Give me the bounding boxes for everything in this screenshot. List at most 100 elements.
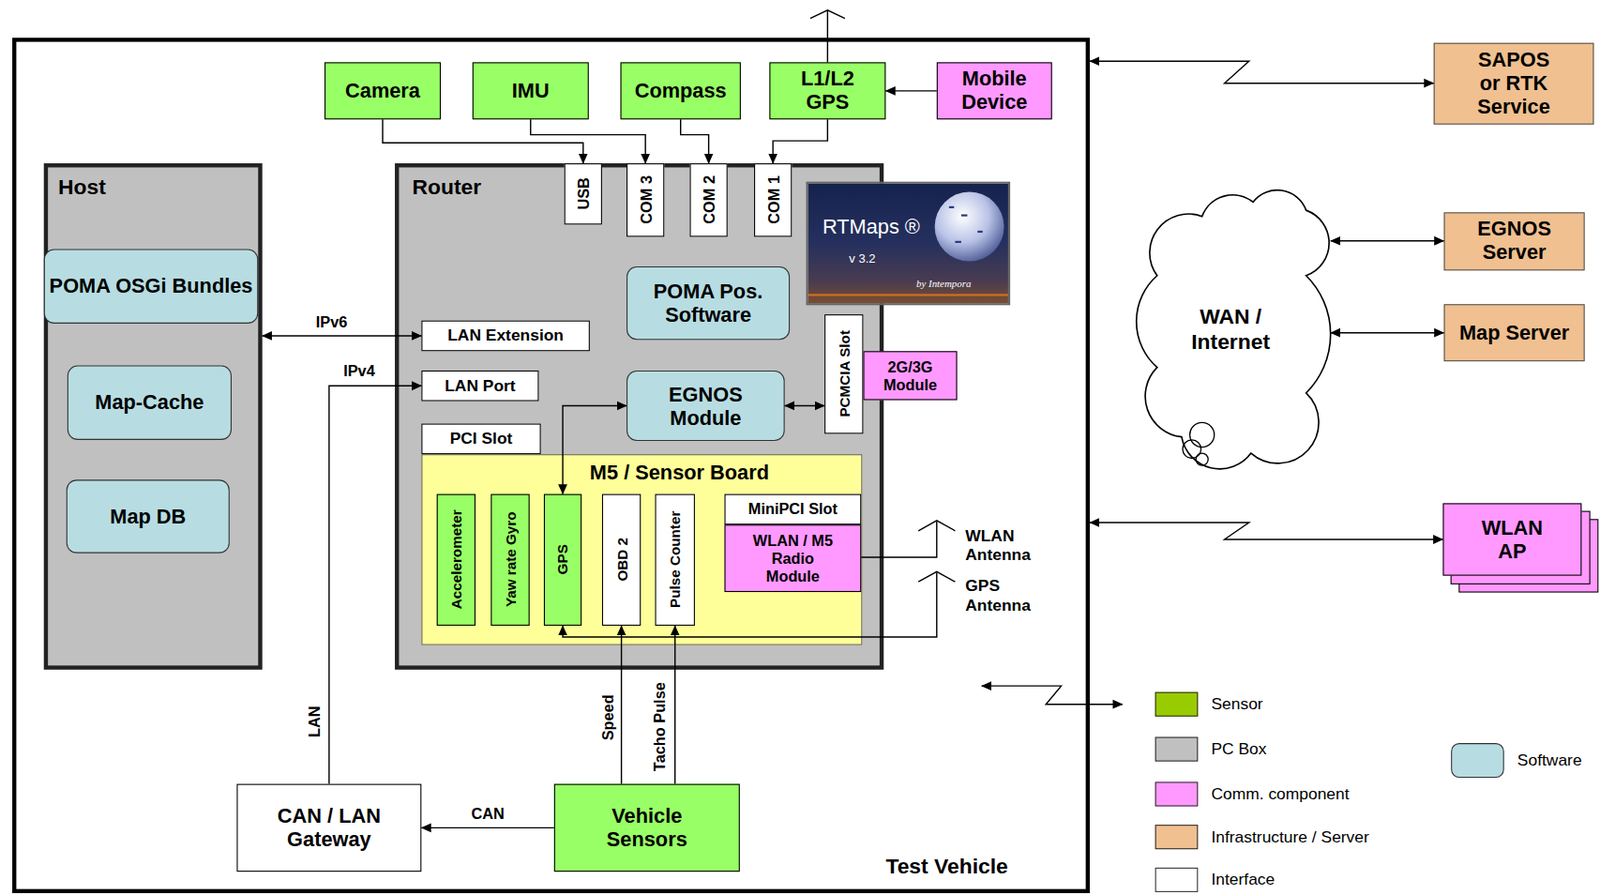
connector [1089, 60, 1434, 83]
server-box: EGNOS Server [1444, 211, 1585, 271]
legend-label: Infrastructure / Server [1210, 827, 1369, 847]
interface-box: PCI Slot [421, 423, 541, 455]
sensor-box: GPS [543, 494, 582, 626]
software-box: POMA Pos. Software [626, 266, 790, 340]
legend-label: Comm. component [1210, 784, 1349, 804]
legend-label: PC Box [1210, 739, 1267, 759]
box-label: POMA Pos. Software [636, 279, 780, 327]
connector [620, 625, 622, 785]
comm-box: WLAN AP [1442, 502, 1582, 575]
container-title: Router [412, 173, 483, 199]
software-box: Map-Cache [67, 365, 232, 440]
splash-vendor-holder: by Intempora [916, 277, 971, 290]
legend-label: Interface [1210, 869, 1275, 890]
box-label: WLAN / M5 Radio Module [746, 531, 839, 585]
software-box: Map DB [66, 479, 230, 553]
connector [680, 119, 710, 164]
antenna-symbol [918, 571, 955, 582]
software-splash: RTMaps ®v 3.2by Intempora [806, 181, 1012, 306]
cloud-bubble [1182, 439, 1202, 459]
sensor-box: Compass [620, 61, 741, 120]
edge-label: CAN [469, 805, 506, 823]
legend-swatch [1155, 692, 1199, 717]
interface-box: USB [564, 163, 603, 225]
connector [885, 90, 936, 91]
globe-mark [977, 230, 982, 233]
sensor-box: Camera [324, 61, 441, 120]
sensor-box: IMU [472, 61, 589, 120]
legend-swatch [1155, 737, 1199, 762]
annotation: WLAN Antenna [965, 525, 1047, 565]
connector [772, 119, 828, 164]
box-label: LAN Extension [447, 326, 564, 346]
connector [562, 405, 627, 494]
comm-box: WLAN / M5 Radio Module [724, 524, 861, 592]
container-title-holder: M5 / Sensor Board [589, 460, 770, 485]
connector [382, 119, 584, 164]
sensor-box: Accelerometer [437, 494, 476, 626]
cloud-shape [1136, 190, 1331, 469]
globe-mark [954, 241, 962, 243]
box-label: IMU [512, 78, 550, 103]
interface-box: LAN Port [421, 370, 539, 402]
connector [421, 827, 554, 829]
interface-box: MiniPCI Slot [724, 494, 861, 526]
box-label: Map Server [1458, 320, 1571, 345]
legend-row: Sensor [1210, 692, 1263, 717]
box-label: CAN / LAN Gateway [265, 803, 393, 851]
annotation-holder: WLAN Antenna [965, 525, 1047, 565]
interface-box: COM 2 [689, 163, 727, 237]
sensor-box: Yaw rate Gyro [490, 494, 529, 626]
antenna-wire [860, 521, 937, 558]
edge-label: LAN [306, 704, 324, 739]
legend-label: Sensor [1210, 694, 1263, 714]
interface-box: CAN / LAN Gateway [236, 784, 422, 873]
cloud-outline [1131, 185, 1331, 472]
connector [674, 625, 676, 785]
cloud-bubble [1195, 452, 1208, 466]
vertical-label: Yaw rate Gyro [501, 498, 519, 622]
pc-box: HostPOMA OSGi BundlesMap-CacheMap DB [44, 163, 263, 670]
globe [935, 192, 1005, 262]
box-label: Vehicle Sensors [590, 803, 704, 851]
sensor-board: M5 / Sensor BoardAccelerometer Yaw rate G… [421, 453, 862, 645]
interface-box: PCMCIA Slot [824, 314, 863, 434]
connector [530, 119, 646, 164]
sensor-box: Vehicle Sensors [554, 784, 740, 873]
globe-mark [949, 206, 954, 209]
legend-row: PC Box [1210, 737, 1267, 762]
antenna-symbol [810, 10, 846, 19]
edge-label: Tacho Pulse [651, 680, 669, 772]
box-label: LAN Port [444, 376, 515, 395]
legend-label: Software [1517, 750, 1583, 770]
box-label: Map-Cache [94, 391, 204, 415]
comm-box: 2G/3G Module [862, 350, 957, 400]
box-label: 2G/3G Module [869, 358, 951, 394]
box-label: Map DB [109, 504, 186, 529]
software-box: POMA OSGi Bundles [44, 248, 258, 323]
comm-box: Mobile Device [936, 61, 1053, 120]
software-box: EGNOS Module [626, 370, 785, 441]
box-label: L1/L2 GPS [791, 67, 863, 115]
box-label: Mobile Device [943, 67, 1046, 115]
box-label: Compass [634, 78, 727, 103]
connector [784, 405, 825, 407]
server-box: SAPOS or RTK Service [1433, 42, 1595, 124]
interface-box: OBD 2 [602, 494, 641, 626]
legend-row: Software [1517, 742, 1583, 778]
splash-stripe [808, 293, 1009, 296]
globe-art [808, 183, 1009, 303]
box-label: SAPOS or RTK Service [1467, 47, 1560, 119]
box-label: WLAN AP [1471, 515, 1554, 563]
vertical-label: COM 3 [636, 166, 655, 233]
container-title-holder: Router [412, 173, 483, 199]
antenna-wire [562, 572, 937, 637]
interface-box: Pulse Counter [655, 494, 695, 626]
container-title-holder: Host [58, 173, 106, 199]
vertical-label: COM 1 [764, 166, 783, 233]
container-title: M5 / Sensor Board [589, 460, 770, 485]
vertical-label: PCMCIA Slot [835, 317, 853, 430]
globe-mark [961, 213, 968, 216]
splash-title-holder: RTMaps ® [822, 213, 921, 239]
